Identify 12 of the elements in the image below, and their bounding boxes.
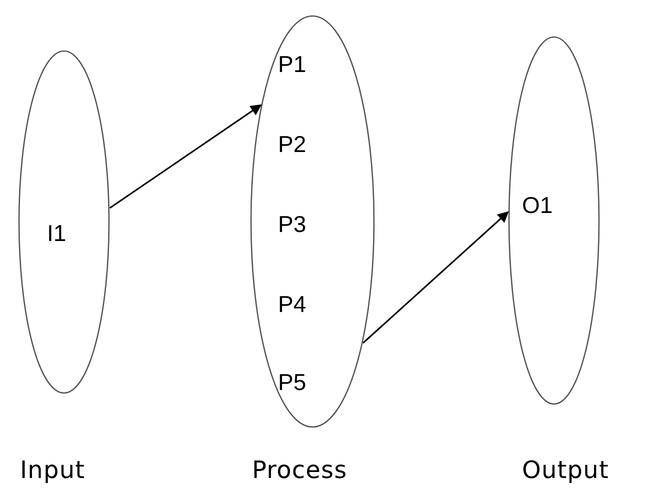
item-label: P5: [278, 371, 306, 394]
set-caption: Process: [252, 458, 348, 482]
set-caption: Output: [522, 458, 609, 482]
item-label: P1: [278, 53, 306, 76]
set-caption: Input: [20, 458, 86, 482]
item-label: P2: [278, 133, 306, 156]
item-label: I1: [47, 222, 66, 245]
item-label: P4: [278, 293, 306, 316]
item-label: O1: [522, 194, 553, 217]
arrow: [362, 211, 509, 344]
item-label: P3: [278, 213, 306, 236]
arrow: [109, 104, 262, 209]
